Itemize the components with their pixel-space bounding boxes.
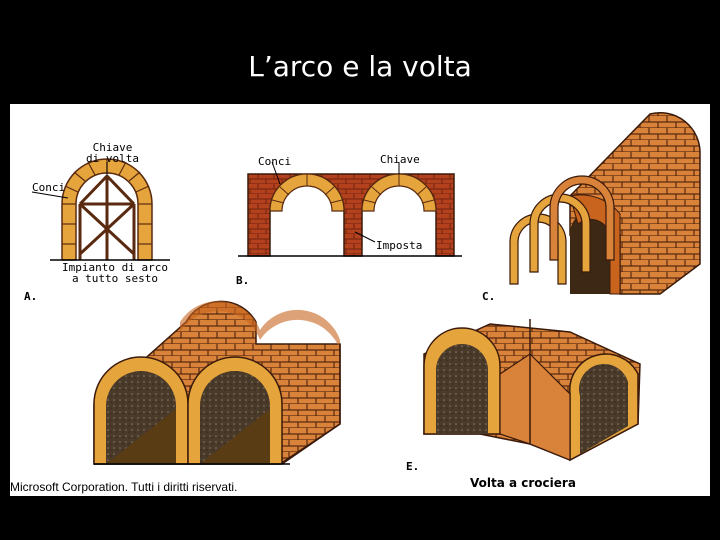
panel-letter-e: E. [406, 460, 419, 473]
arch-vault-illustration: Chiave di volta Conci Impianto di arco a… [10, 104, 710, 496]
panel-a-arch-centering [32, 159, 170, 260]
panel-b-arcade [238, 162, 462, 256]
panel-letter-b: B. [236, 274, 249, 287]
slide-title: L’arco e la volta [0, 50, 720, 83]
keystone-label-b: Chiave [380, 154, 420, 165]
panel-letter-a: A. [24, 290, 37, 303]
voussoir-label-b: Conci [258, 156, 291, 167]
panel-d-double-barrel-vault [94, 301, 340, 464]
keystone-label-a: Chiave di volta [86, 142, 139, 164]
voussoir-label-a: Conci [32, 182, 65, 193]
cross-vault-caption: Volta a crociera [470, 476, 576, 490]
centering-label-a: Impianto di arco a tutto sesto [62, 262, 168, 284]
panel-e-cross-vault [424, 319, 640, 460]
panel-c-barrel-vault [510, 113, 700, 294]
copyright-credit: Microsoft Corporation. Tutti i diritti r… [10, 480, 237, 494]
impost-label-b: Imposta [376, 240, 422, 251]
panel-letter-c: C. [482, 290, 495, 303]
